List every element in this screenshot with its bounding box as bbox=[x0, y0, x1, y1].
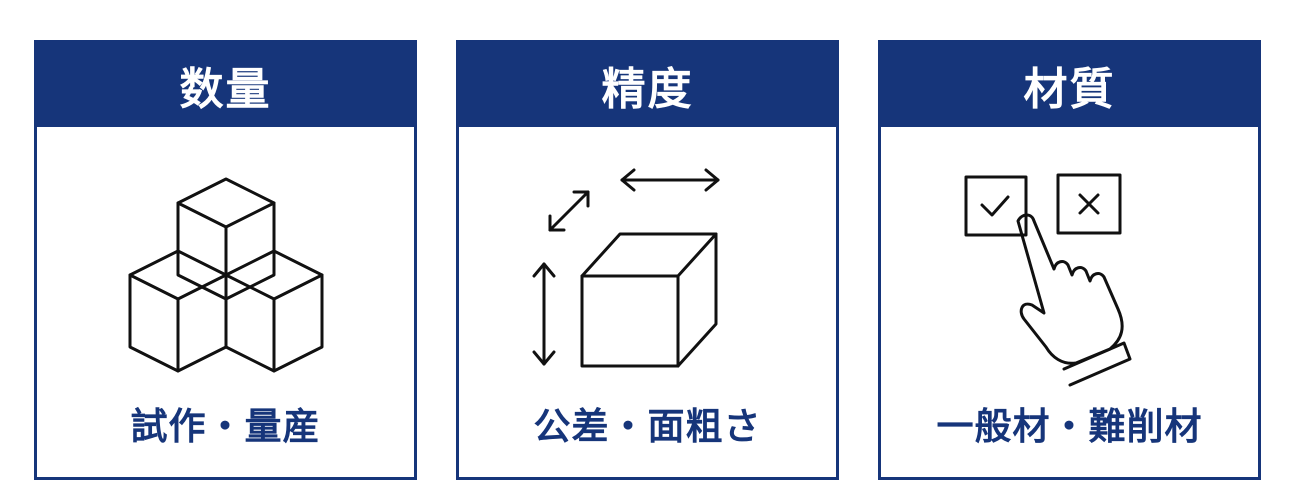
cube-dimensions-icon bbox=[459, 163, 836, 383]
card-quantity: 数量 試作・量産 bbox=[34, 40, 417, 480]
card-title: 数量 bbox=[37, 43, 414, 127]
card-title: 材質 bbox=[881, 43, 1258, 127]
card-precision: 精度 公差・面粗さ bbox=[456, 40, 839, 480]
hand-checkbox-select-icon bbox=[881, 163, 1258, 387]
card-title: 精度 bbox=[459, 43, 836, 127]
card-material: 材質 一般材・難削材 bbox=[878, 40, 1261, 480]
stacked-cubes-icon bbox=[37, 163, 414, 383]
card-caption: 公差・面粗さ bbox=[533, 405, 762, 448]
card-caption: 試作・量産 bbox=[130, 405, 321, 448]
card-caption: 一般材・難削材 bbox=[936, 405, 1203, 448]
